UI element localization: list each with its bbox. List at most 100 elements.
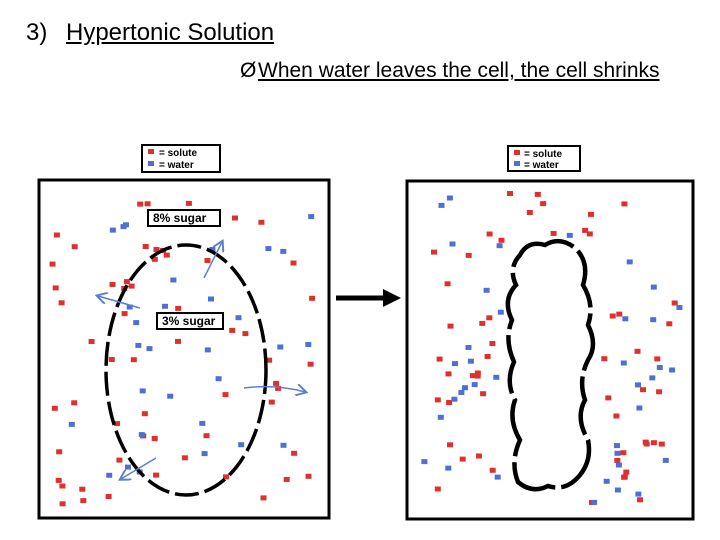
- solute-particle: [268, 399, 275, 405]
- solute-particle: [526, 210, 533, 215]
- solute-particle: [203, 433, 210, 439]
- solute-particle: [56, 449, 63, 455]
- solute-particle: [116, 457, 123, 463]
- solute-particle: [507, 191, 513, 196]
- water-particle: [280, 248, 287, 254]
- water-particle: [676, 305, 683, 310]
- solute-particle: [59, 501, 66, 507]
- solute-particle: [130, 357, 137, 363]
- water-particle: [235, 315, 242, 321]
- water-particle: [445, 465, 452, 471]
- water-particle: [566, 232, 573, 238]
- right-particles: [421, 191, 683, 505]
- water-flow-arrow: [121, 457, 157, 479]
- solute-particle: [436, 356, 443, 362]
- solute-particle: [605, 395, 612, 401]
- solute-particle: [275, 385, 282, 391]
- heading-number: 3): [26, 19, 48, 46]
- water-particle: [277, 344, 284, 350]
- solute-particle: [229, 327, 236, 333]
- water-particle: [106, 472, 113, 478]
- water-particle: [496, 243, 503, 249]
- water-particle: [305, 342, 312, 347]
- solute-particle: [307, 361, 314, 367]
- water-particle: [483, 287, 490, 293]
- solute-particle: [175, 305, 182, 311]
- water-particle: [204, 347, 211, 353]
- solute-particle: [498, 237, 505, 243]
- solute-particle: [480, 391, 487, 397]
- solute-particle: [601, 356, 608, 362]
- solute-particle: [59, 483, 66, 489]
- water-particle: [591, 499, 598, 505]
- left-particles: [49, 200, 316, 507]
- solute-particle: [137, 201, 144, 207]
- water-particle: [493, 374, 500, 380]
- transition-arrow-icon: [383, 289, 401, 307]
- slide-heading: 3)Hypertonic Solution: [26, 18, 274, 48]
- water-particle: [170, 277, 177, 283]
- solute-particle: [181, 455, 188, 461]
- water-particle: [471, 382, 478, 388]
- solute-particle: [163, 252, 170, 258]
- water-flow-arrow: [98, 296, 141, 309]
- solute-particle: [484, 354, 491, 359]
- water-particle: [446, 195, 453, 201]
- solute-particle: [105, 494, 112, 499]
- water-particle: [167, 393, 174, 399]
- water-particle: [437, 414, 444, 420]
- solute-particle: [582, 227, 589, 233]
- solute-particle: [621, 474, 628, 480]
- left-panel-border: [37, 178, 331, 520]
- water-particle: [636, 405, 643, 411]
- solute-particle: [609, 313, 616, 319]
- left-legend-water-label: = water: [159, 160, 194, 171]
- water-particle: [138, 432, 145, 438]
- solute-particle: [666, 321, 673, 327]
- solute-particle: [469, 373, 476, 379]
- solute-particle: [637, 497, 643, 503]
- solute-particle: [489, 341, 496, 346]
- solute-particle: [671, 300, 678, 306]
- water-flow-arrow: [203, 242, 222, 279]
- right-legend-water-label: = water: [524, 160, 559, 171]
- solute-particle: [153, 472, 160, 478]
- water-particle: [622, 316, 629, 322]
- solute-particle: [141, 411, 148, 417]
- solute-particle: [266, 357, 273, 363]
- water-particle: [238, 442, 245, 448]
- water-particle: [109, 227, 116, 233]
- solute-particle: [623, 469, 630, 475]
- right-legend-water-swatch: [514, 161, 520, 166]
- solute-particle: [71, 400, 78, 406]
- solute-particle: [621, 201, 628, 207]
- solute-particle: [534, 191, 541, 197]
- shrunken-cell-membrane: [505, 238, 596, 492]
- water-particle: [68, 421, 75, 427]
- water-particle: [451, 396, 458, 402]
- water-particle: [208, 296, 214, 302]
- solute-particle: [175, 338, 181, 344]
- solute-particle: [640, 387, 646, 393]
- water-particle: [438, 202, 445, 208]
- outside-concentration-label: 8% sugar: [153, 211, 207, 225]
- solute-particle: [620, 450, 627, 456]
- solute-particle: [153, 247, 160, 252]
- solute-particle: [273, 380, 280, 386]
- solute-particle: [58, 300, 65, 306]
- water-particle: [126, 304, 133, 310]
- solute-particle: [616, 311, 623, 317]
- solute-particle: [479, 320, 486, 326]
- solute-particle: [80, 498, 87, 504]
- water-particle: [215, 376, 222, 382]
- solute-particle: [121, 311, 128, 317]
- solute-particle: [588, 211, 594, 217]
- solute-particle: [540, 201, 547, 207]
- water-particle: [201, 451, 208, 457]
- solute-particle: [489, 467, 496, 473]
- solute-particle: [283, 477, 290, 482]
- water-flow-arrow: [243, 387, 305, 392]
- solute-particle: [309, 295, 316, 301]
- solute-particle: [151, 256, 158, 262]
- water-particle: [650, 284, 657, 290]
